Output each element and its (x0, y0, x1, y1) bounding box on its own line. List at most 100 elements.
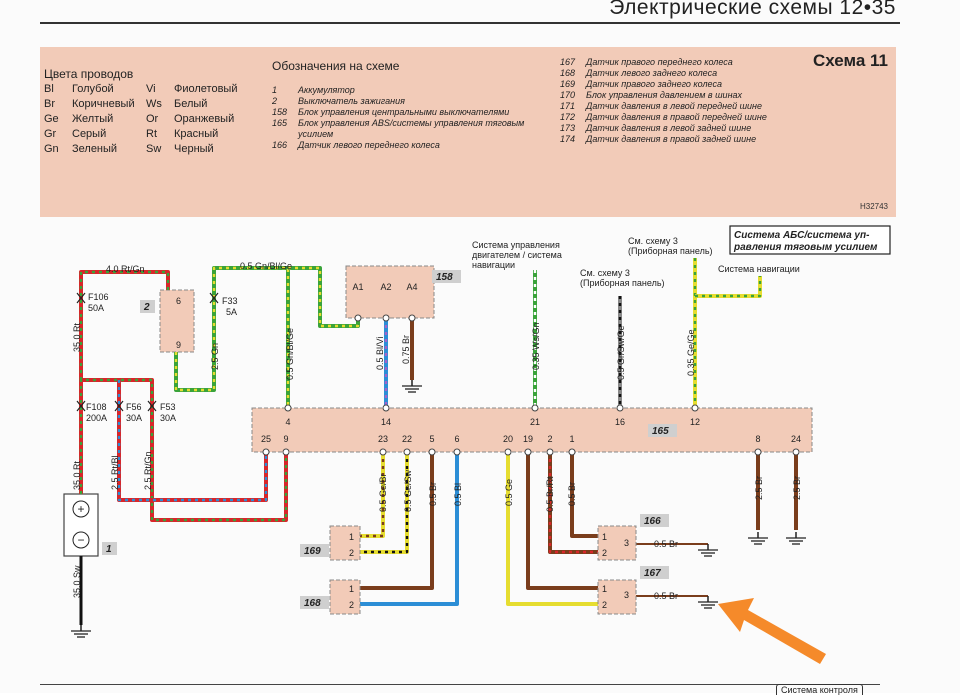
pin-167-2: 2 (602, 600, 607, 610)
wire-br-5 (360, 452, 434, 590)
pin-166-3: 3 (624, 538, 629, 548)
pin-label-bottom: 24 (791, 434, 801, 444)
switch-pin-6: 6 (176, 296, 181, 306)
pin-top (531, 404, 539, 412)
pin-label-bottom: 5 (429, 434, 434, 444)
navigation-text: Система навигации (718, 264, 800, 274)
engine-system-text: двигателем / система (472, 250, 562, 260)
wire-rt-bl-25 (117, 380, 268, 502)
wire-label-05-gr-sw-ge: 0.5 Gr/Sw/Ge (616, 325, 626, 380)
notation-title: Обозначения на схеме (272, 59, 400, 73)
pin-bottom (504, 448, 512, 456)
pin-bottom (568, 448, 576, 456)
pin-158 (354, 314, 362, 322)
fuse-f56 (114, 400, 124, 412)
pin-166-2: 2 (602, 548, 607, 558)
pin-label-top: 12 (690, 417, 700, 427)
tag-168: 168 (304, 598, 321, 609)
wire-rt-gn-40-stripe (79, 270, 170, 380)
pin-label-bottom: 1 (569, 434, 574, 444)
label-f108: F108 (86, 402, 107, 412)
system-box-text: равления тяговым усилием (733, 242, 878, 253)
pin-168-2: 2 (349, 600, 354, 610)
wire-label-35-sw: 35.0 Sw (72, 565, 82, 598)
block-165 (251, 407, 813, 453)
pin-label-top: 21 (530, 417, 540, 427)
wire-nav-stripe (695, 276, 762, 298)
wire-br-rt-stripe (548, 452, 598, 554)
wire-label-05-br-5: 0.5 Br (428, 482, 438, 506)
wire-label-05-ge-sw: 0.5 Ge/Sw (403, 469, 413, 512)
header-rule (40, 22, 900, 24)
tag-167: 167 (644, 568, 661, 579)
header-page: 12•35 (839, 0, 896, 19)
wire-label-rt-gn-40: 4.0 Rt/Gn (106, 264, 145, 274)
pin-169-1: 1 (349, 532, 354, 542)
fuse-f108 (76, 400, 86, 412)
wire-label-25-rt-gn: 2.5 Rt/Gn (143, 451, 153, 490)
label-f56: F56 (126, 402, 142, 412)
wire-label-05-bl-vi: 0.5 Bl/Vi (375, 337, 385, 370)
tag-165: 165 (652, 426, 669, 437)
label-f56-rating: 30A (126, 413, 142, 423)
pin-label-bottom: 9 (283, 434, 288, 444)
pin-bottom (524, 448, 532, 456)
colors-title: Цвета проводов (44, 67, 134, 81)
fuse-f53 (147, 400, 157, 412)
tag-168-bg (300, 596, 329, 609)
pin-top (616, 404, 624, 412)
label-f53: F53 (160, 402, 176, 412)
wire-label-035-ge-ge: 0.35 Ge/Ge (686, 329, 696, 376)
battery-plus-sign: + (77, 502, 84, 516)
pin-label-bottom: 19 (523, 434, 533, 444)
wire-label-05-br-rt: 0.5 Br/Rt (545, 476, 555, 512)
see-scheme-3-a: См. схему 3 (580, 268, 630, 278)
wire-label-25-rt-bl: 2.5 Rt/Bl (110, 455, 120, 490)
switch-pin-9: 9 (176, 340, 181, 350)
see-scheme-3-a: (Приборная панель) (580, 278, 665, 288)
page-header: Электрические схемы 12•35 (609, 0, 896, 20)
system-box (729, 225, 891, 255)
pin-label-158: A1 (352, 282, 363, 292)
pin-label-bottom: 20 (503, 434, 513, 444)
sensor-166 (597, 525, 637, 561)
wire-ge-20 (506, 452, 598, 606)
tag-165-bg (648, 424, 677, 437)
sensor-167 (597, 579, 637, 615)
pin-167-1: 1 (602, 584, 607, 594)
see-scheme-3-b: См. схему 3 (628, 236, 678, 246)
wire-label-05-bl-6: 0.5 Bl (453, 483, 463, 506)
pin-bottom (792, 448, 800, 456)
wire-label-05-br-1: 0.5 Br (567, 482, 577, 506)
pin-bottom (546, 448, 554, 456)
tag-166-bg (640, 514, 669, 527)
wire-label-05-br-166: 0.5 Br (654, 539, 678, 549)
wire-label-25-br-8: 2.5 Br (754, 476, 764, 500)
wire-bl-6 (360, 452, 459, 606)
pin-bottom (453, 448, 461, 456)
pin-label-158: A4 (406, 282, 417, 292)
pin-166-1: 1 (602, 532, 607, 542)
label-f33-rating: 5A (226, 307, 237, 317)
pin-158 (408, 314, 416, 322)
pin-bottom (379, 448, 387, 456)
tag-166: 166 (644, 516, 661, 527)
pin-label-bottom: 8 (755, 434, 760, 444)
wire-label-gn-bl-ge: 0.5 Gn/Bl/Ge (240, 261, 292, 271)
notation-entry: усилием (298, 129, 334, 139)
